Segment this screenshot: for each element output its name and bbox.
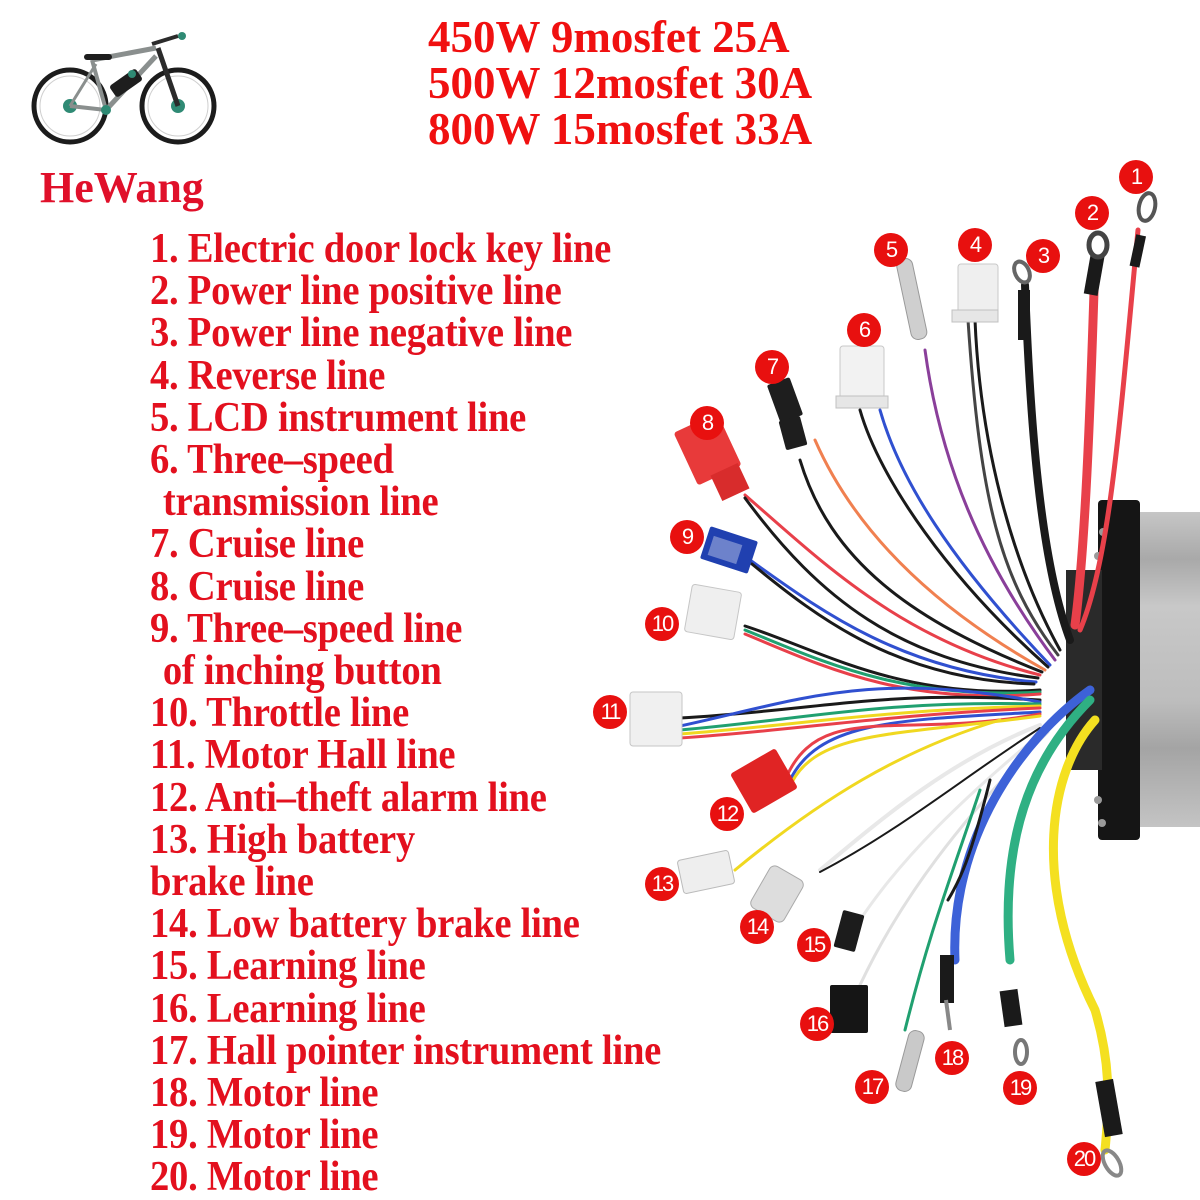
- legend-item-10: 10. Throttle line: [150, 690, 410, 737]
- badge-16: 16: [800, 1007, 834, 1041]
- legend-item-13: 13. High battery: [150, 816, 415, 863]
- ring-terminal-1-icon: [1129, 191, 1158, 268]
- legend-item-16: 16. Learning line: [150, 985, 426, 1032]
- legend-item-12: 12. Anti–theft alarm line: [150, 774, 547, 821]
- legend-item-9: 9. Three–speed line: [150, 605, 463, 652]
- spec-500w: 500W 12mosfet 30A: [428, 58, 813, 108]
- badge-19: 19: [1003, 1071, 1037, 1105]
- legend-item-7: 7. Cruise line: [150, 521, 365, 568]
- legend-item-19: 19. Motor line: [150, 1112, 379, 1159]
- badge-4: 4: [958, 228, 992, 262]
- badge-8: 8: [690, 406, 724, 440]
- legend-item-18: 18. Motor line: [150, 1070, 379, 1117]
- legend-item-8: 8. Cruise line: [150, 563, 365, 610]
- badge-20: 20: [1067, 1142, 1101, 1176]
- spec-800w: 800W 15mosfet 33A: [428, 104, 813, 154]
- wire-legend: 1. Electric door lock key line 2. Power …: [150, 228, 705, 1199]
- badge-13: 13: [645, 867, 679, 901]
- badge-5: 5: [874, 233, 908, 267]
- legend-item-5: 5. LCD instrument line: [150, 394, 527, 441]
- badge-1: 1: [1119, 160, 1153, 194]
- legend-item-15: 15. Learning line: [150, 943, 426, 990]
- legend-item-3: 3. Power line negative line: [150, 310, 573, 357]
- badge-10: 10: [645, 607, 679, 641]
- legend-item-2: 2. Power line positive line: [150, 268, 562, 315]
- legend-item-6: 6. Three–speed: [150, 437, 394, 484]
- legend-item-20: 20. Motor line: [150, 1154, 379, 1200]
- badge-11: 11: [593, 695, 627, 729]
- legend-item-9-cont: of inching button: [162, 648, 442, 695]
- badge-9: 9: [670, 520, 704, 554]
- legend-item-1: 1. Electric door lock key line: [150, 226, 612, 272]
- controller-box-icon: [1066, 500, 1200, 840]
- legend-item-11: 11. Motor Hall line: [150, 732, 456, 779]
- legend-item-13-cont: brake line: [150, 859, 314, 906]
- badge-18: 18: [935, 1041, 969, 1075]
- badge-12: 12: [710, 797, 744, 831]
- bicycle-icon: [31, 32, 217, 145]
- badge-7: 7: [755, 350, 789, 384]
- badge-17: 17: [855, 1070, 889, 1104]
- badge-6: 6: [847, 313, 881, 347]
- badge-2: 2: [1075, 196, 1109, 230]
- badge-14: 14: [740, 910, 774, 944]
- spec-450w: 450W 9mosfet 25A: [428, 12, 790, 62]
- brand-logo: HeWang: [18, 18, 218, 210]
- spec-list: 450W 9mosfet 25A 500W 12mosfet 30A 800W …: [428, 14, 812, 152]
- badge-15: 15: [797, 928, 831, 962]
- badge-3: 3: [1026, 239, 1060, 273]
- legend-item-6-cont: transmission line: [162, 479, 439, 526]
- brand-name: HeWang: [40, 163, 204, 212]
- legend-item-4: 4. Reverse line: [150, 352, 386, 399]
- legend-item-14: 14. Low battery brake line: [150, 901, 580, 948]
- legend-item-17: 17. Hall pointer instrument line: [150, 1027, 662, 1074]
